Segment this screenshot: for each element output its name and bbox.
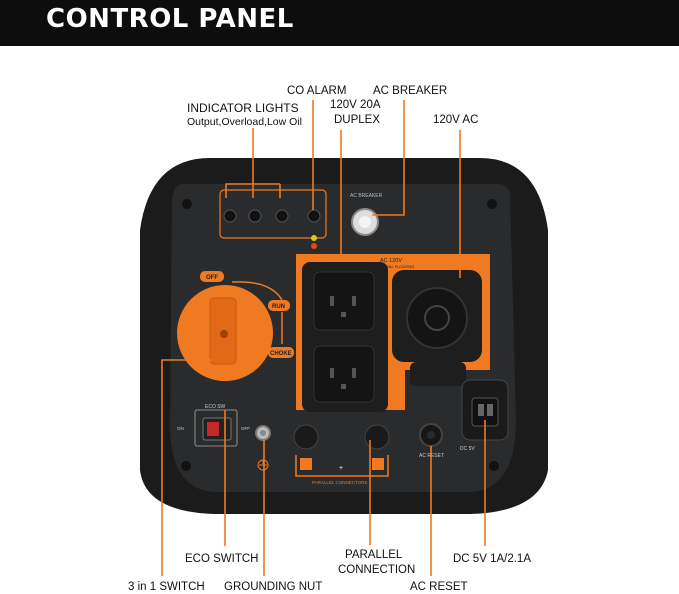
twist-lock-flap [410,362,466,386]
parallel-connectors-bracket [295,455,389,477]
usb-slot-icon [487,404,493,416]
overload-light [248,209,262,223]
parallel-terminal-left [300,458,312,470]
eco-off-label: OFF [241,426,250,431]
eco-switch-red-indicator [207,422,219,436]
outlet-slots-icon [330,296,356,389]
callout-ac-breaker: AC BREAKER [373,85,448,97]
callout-duplex-line2: DUPLEX [334,114,381,126]
maintenance-led [311,235,317,241]
parallel-plus-icon: + [339,465,343,472]
output-light [223,209,237,223]
panel-label-neutral-floating: NEUTRAL FLOATING [375,264,414,269]
ground-symbol-icon [257,459,269,471]
callout-eco-switch: ECO SWITCH [185,553,259,565]
callout-ac-120v: 120V AC [433,114,479,126]
callout-three-in-one-switch: 3 in 1 SWITCH [128,581,205,593]
duplex-outlet-top [313,271,375,331]
knob-run-tag [268,300,290,311]
callout-co-alarm: CO ALARM [287,85,347,97]
warning-led [311,243,317,249]
eco-on-label: ON [177,426,184,431]
knob-choke-tag [268,347,294,358]
callout-dc-usb: DC 5V 1A/2.1A [453,553,531,565]
twist-lock-outlet [406,287,468,349]
panel-label-ac-breaker: AC BREAKER [350,193,383,199]
callout-parallel-line2: CONNECTION [338,564,416,576]
callout-lines [161,100,486,576]
screw-icon [181,461,191,471]
callout-indicator-lights-sub: Output,Overload,Low Oil [187,116,302,128]
knob-indicator [220,330,228,338]
parallel-connector-left [293,424,319,450]
knob-off-tag [200,271,224,282]
low-oil-light [275,209,289,223]
ac-breaker-button-center [359,216,371,228]
indicator-lights-frame [219,189,327,239]
dc-5v-panel-label: DC 5V [460,446,475,452]
eco-label: ECO SW [205,404,226,410]
panel-label-ac-120v: AC 120V [380,258,402,264]
page-title: CONTROL PANEL [46,4,294,34]
eco-switch-frame [194,409,238,447]
parallel-connectors-label: PARALLEL CONNECTORS [312,480,367,485]
screw-icon [487,199,497,209]
screw-icon [489,461,499,471]
usb-slot-icon [478,404,484,416]
callout-ac-reset: AC RESET [410,581,468,593]
screw-icon [182,199,192,209]
twist-lock-slot-icon [424,305,450,331]
knob-arrow-icon [231,281,283,301]
parallel-terminal-right [372,458,384,470]
co-alarm-light [307,209,321,223]
header-bar: CONTROL PANEL [0,0,679,46]
parallel-connector-right [364,424,390,450]
knob-label-off: OFF [206,275,218,281]
knob-label-choke: CHOKE [270,351,292,357]
duplex-outlet-bottom [313,345,375,403]
callout-duplex-line1: 120V 20A [330,99,381,111]
callout-indicator-lights: INDICATOR LIGHTS [187,101,299,115]
knob-label-run: RUN [272,304,285,310]
callout-grounding-nut: GROUNDING NUT [224,581,323,593]
callout-parallel-line1: PARALLEL [345,549,403,561]
